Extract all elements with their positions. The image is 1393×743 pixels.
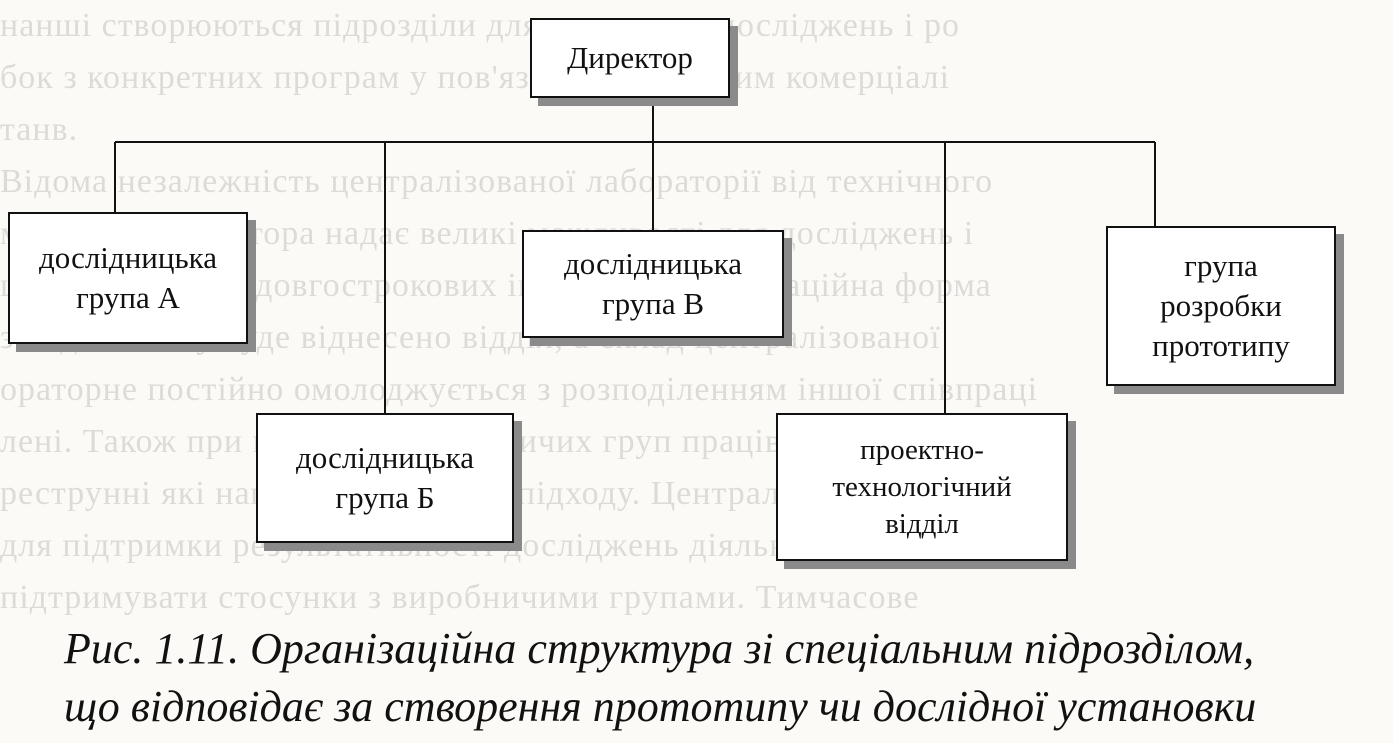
node-research-group-a: дослідницька група А [8,212,248,344]
node-research-group-b: дослідницька група Б [256,413,514,543]
node-prototype-group: група розробки прототипу [1106,226,1336,386]
node-design-technology-dept: проектно- технологічний відділ [776,413,1068,561]
connector-lines [114,98,1156,413]
node-director: Директор [530,18,730,98]
node-research-group-v: дослідницька група В [522,230,784,338]
figure-caption: Рис. 1.11. Організаційна структура зі сп… [64,624,1257,731]
